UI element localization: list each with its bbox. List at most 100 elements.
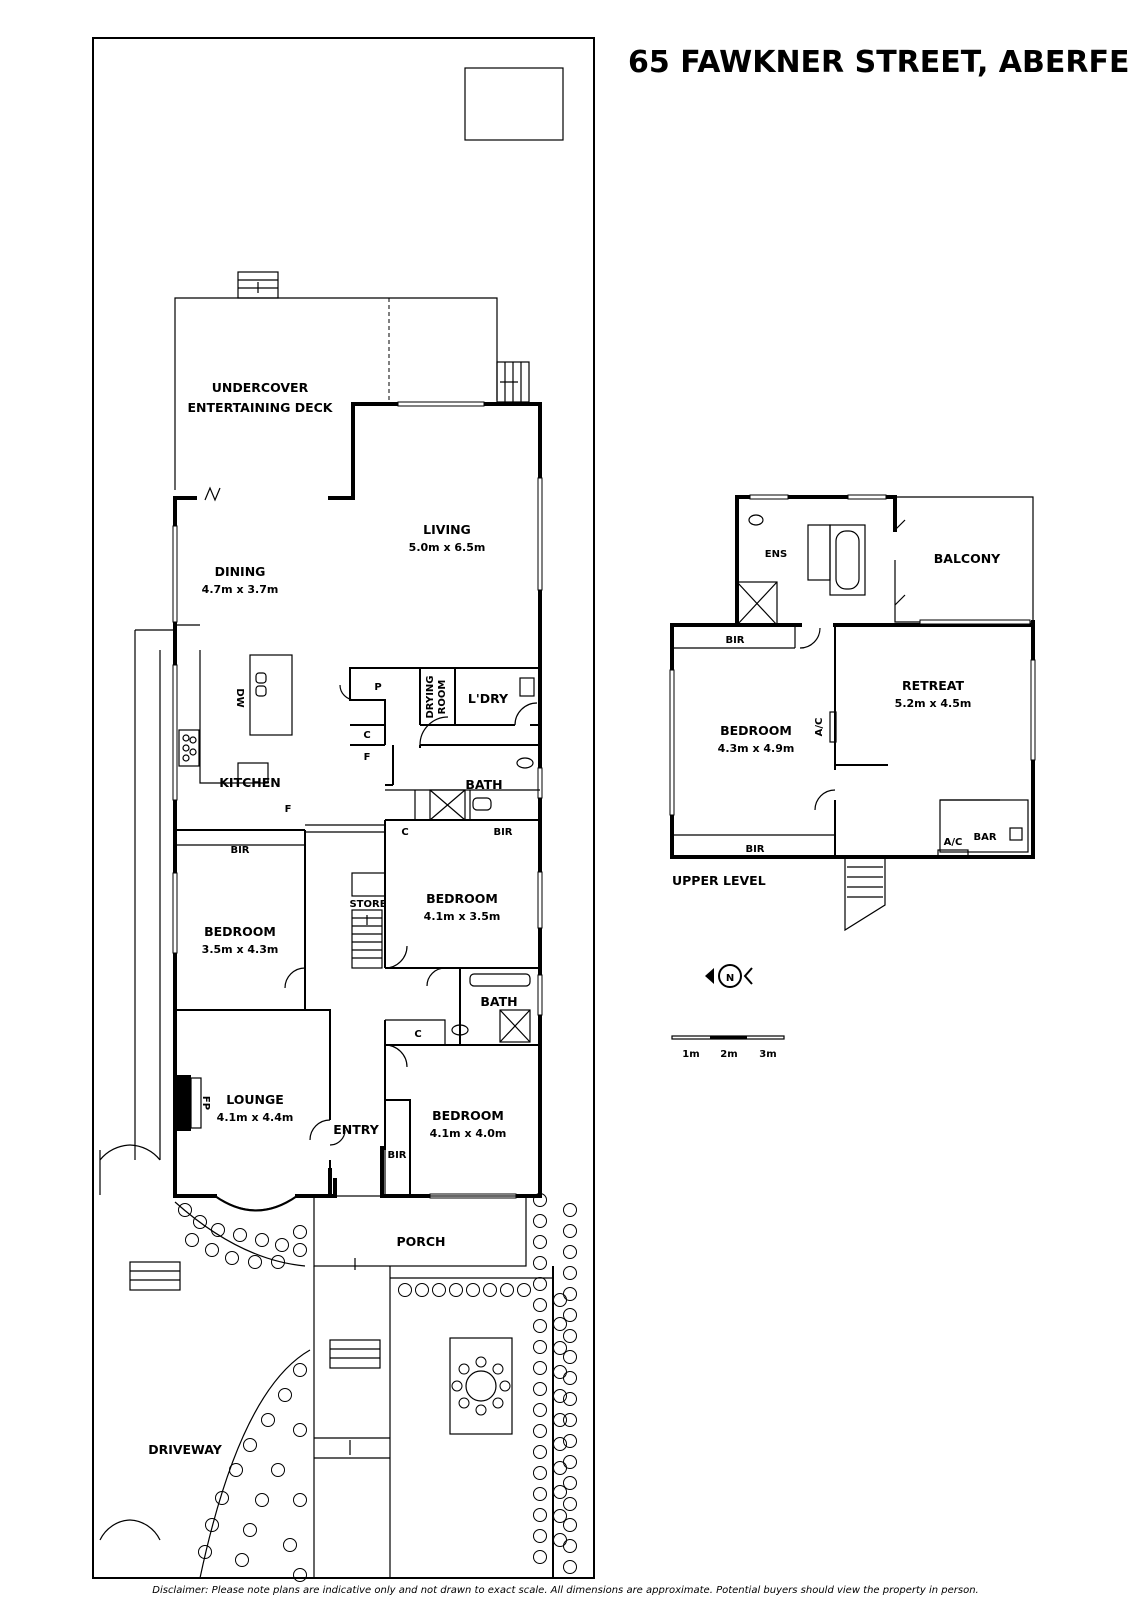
shrub-icon <box>563 1560 577 1574</box>
shrub-icon <box>415 1283 429 1297</box>
shrub-icon <box>553 1461 567 1475</box>
shrub-icon <box>563 1392 577 1406</box>
shrub-icon <box>563 1308 577 1322</box>
label-upper-level: UPPER LEVEL <box>672 873 766 888</box>
outdoor-table <box>449 1337 513 1435</box>
label-dw: DW <box>234 688 245 707</box>
shrub-icon <box>293 1568 307 1582</box>
chair-icon <box>492 1363 504 1375</box>
size-upper-bedroom: 4.3m x 4.9m <box>718 742 795 755</box>
label-f-1: F <box>364 752 371 763</box>
north-compass-icon: N <box>705 964 753 988</box>
ground-floor-internal-walls <box>175 624 540 1197</box>
label-balcony: BALCONY <box>934 551 1001 566</box>
shrub-icon <box>193 1215 207 1229</box>
shrub-icon <box>533 1487 547 1501</box>
shrub-icon <box>553 1389 567 1403</box>
label-c-2: C <box>401 827 408 838</box>
label-entertaining-deck: ENTERTAINING DECK <box>188 400 334 415</box>
label-upper-bedroom: BEDROOM <box>720 723 792 738</box>
shrub-icon <box>293 1243 307 1257</box>
svg-text:2m: 2m <box>720 1049 737 1060</box>
size-living: 5.0m x 6.5m <box>409 541 486 554</box>
shrub-icon <box>293 1423 307 1437</box>
shrubs <box>178 1193 577 1582</box>
label-bedroom-front: BEDROOM <box>432 1108 504 1123</box>
shrub-icon <box>563 1350 577 1364</box>
shrub-icon <box>517 1283 531 1297</box>
label-bir-2: BIR <box>493 827 512 838</box>
shrub-icon <box>225 1251 239 1265</box>
shrub-icon <box>215 1491 229 1505</box>
shrub-icon <box>500 1283 514 1297</box>
shrub-icon <box>533 1298 547 1312</box>
shrub-icon <box>553 1365 567 1379</box>
shrub-icon <box>271 1255 285 1269</box>
shrub-icon <box>563 1224 577 1238</box>
shrub-icon <box>293 1493 307 1507</box>
shrub-icon <box>553 1437 567 1451</box>
chair-icon <box>458 1363 470 1375</box>
shrub-icon <box>243 1438 257 1452</box>
shrub-icon <box>185 1233 199 1247</box>
shrub-icon <box>275 1238 289 1252</box>
label-retreat: RETREAT <box>902 678 965 693</box>
shrub-icon <box>533 1466 547 1480</box>
size-bedroom-mid: 4.1m x 3.5m <box>424 910 501 923</box>
label-pantry: P <box>374 682 381 693</box>
shrub-icon <box>533 1424 547 1438</box>
label-bath-2: BATH <box>480 994 517 1009</box>
shrub-icon <box>553 1341 567 1355</box>
label-living: LIVING <box>423 522 471 537</box>
shrub-icon <box>248 1255 262 1269</box>
shrub-icon <box>293 1225 307 1239</box>
label-f-2: F <box>285 804 292 815</box>
property-title: 65 FAWKNER STREET, ABERFELDIE <box>628 45 1131 80</box>
shrub-icon <box>563 1497 577 1511</box>
shrub-icon <box>432 1283 446 1297</box>
label-bedroom-mid: BEDROOM <box>426 891 498 906</box>
shrub-icon <box>553 1485 567 1499</box>
label-driveway: DRIVEWAY <box>148 1442 223 1457</box>
disclaimer: Disclaimer: Please note plans are indica… <box>152 1585 979 1596</box>
label-upper-ac-2: A/C <box>944 837 963 848</box>
shrub-icon <box>563 1434 577 1448</box>
porch <box>313 1195 527 1267</box>
shrub-icon <box>563 1476 577 1490</box>
label-porch: PORCH <box>396 1234 445 1249</box>
kitchen-island <box>249 654 293 736</box>
shrub-icon <box>533 1340 547 1354</box>
shrub-icon <box>553 1533 567 1547</box>
shrub-icon <box>533 1319 547 1333</box>
label-bar: BAR <box>973 832 996 843</box>
shrub-icon <box>255 1493 269 1507</box>
shrub-icon <box>255 1233 269 1247</box>
shrub-icon <box>233 1228 247 1242</box>
upper-level-walls <box>669 494 1036 932</box>
shrub-icon <box>553 1509 567 1523</box>
label-bir-3: BIR <box>387 1150 406 1161</box>
label-dining: DINING <box>215 564 266 579</box>
shrub-icon <box>533 1235 547 1249</box>
shrub-icon <box>563 1371 577 1385</box>
shrub-icon <box>283 1538 297 1552</box>
shrub-icon <box>533 1193 547 1207</box>
shrub-icon <box>533 1361 547 1375</box>
label-c-3: C <box>414 1029 421 1040</box>
shrub-icon <box>278 1388 292 1402</box>
label-entry: ENTRY <box>333 1122 379 1137</box>
shrub-icon <box>563 1539 577 1553</box>
size-retreat: 5.2m x 4.5m <box>895 697 972 710</box>
shrub-icon <box>466 1283 480 1297</box>
label-kitchen: KITCHEN <box>219 775 281 790</box>
size-dining: 4.7m x 3.7m <box>202 583 279 596</box>
shrub-icon <box>533 1550 547 1564</box>
shrub-icon <box>261 1413 275 1427</box>
label-bir-1: BIR <box>230 845 249 856</box>
shrub-icon <box>449 1283 463 1297</box>
shrub-icon <box>553 1413 567 1427</box>
label-drying: DRYING <box>425 676 436 719</box>
label-store: STORE <box>349 899 386 910</box>
shrub-icon <box>533 1529 547 1543</box>
